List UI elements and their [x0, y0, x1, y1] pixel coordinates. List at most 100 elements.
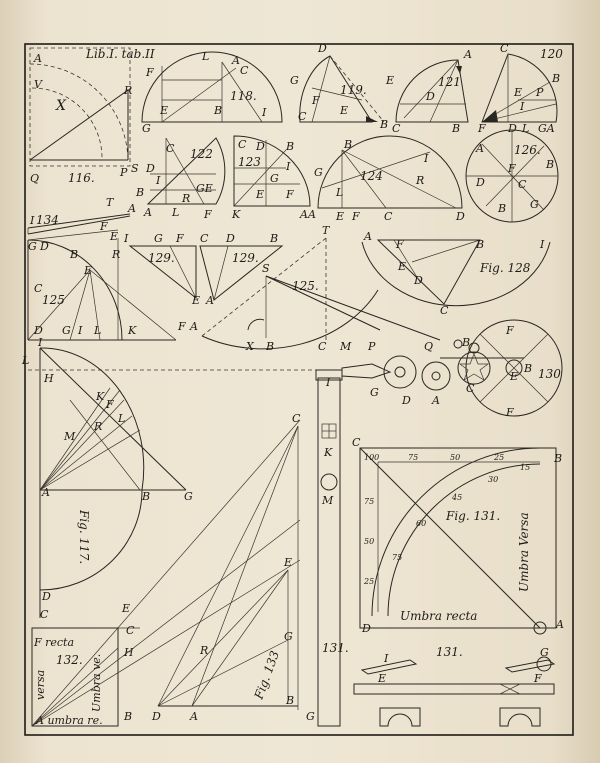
label-l-left: L	[21, 354, 29, 367]
scale-arc-75: 75	[392, 553, 402, 562]
fig-122-number: 122	[190, 147, 213, 161]
label-b: B	[285, 694, 294, 707]
label-d: D	[151, 710, 161, 723]
label-l: L	[335, 186, 343, 199]
fig-132-f-recta: F recta	[33, 636, 74, 649]
scale-left-25: 25	[363, 577, 374, 586]
label-a: A	[189, 710, 198, 723]
label-r: R	[415, 174, 424, 187]
label-i: I	[285, 160, 291, 173]
label-d: D	[425, 90, 435, 103]
label-c: C	[34, 282, 43, 295]
label-c: C	[298, 110, 307, 123]
label-b: B	[141, 490, 150, 503]
label-g-2: G	[62, 324, 71, 337]
label-r: R	[199, 644, 208, 657]
fig-119-number: 119.	[340, 83, 367, 97]
label-x: X	[245, 340, 255, 353]
label-g: G	[184, 490, 193, 503]
label-d: D	[225, 232, 235, 245]
figure-126: A D F C B B G 126.	[465, 129, 559, 223]
figure-129: G F 129. E C D B 129. A	[128, 232, 284, 307]
sights-131: 131. I G E F	[353, 645, 556, 727]
fig-121-number: 121	[438, 75, 461, 89]
label-g: G	[154, 232, 163, 245]
staff-number: 131.	[322, 641, 349, 655]
figure-133: C E G R D A B Fig. 133	[151, 412, 301, 723]
fig-120-number: 120	[540, 47, 563, 61]
label-c: C	[500, 42, 509, 55]
figure-118: F L A C E B G I 118.	[141, 50, 283, 135]
umbra-recta-label: Umbra recta	[400, 609, 477, 623]
label-i: I	[261, 106, 267, 119]
label-ga: GA	[538, 122, 555, 135]
label-i: I	[539, 238, 545, 251]
label-v: V	[34, 78, 43, 91]
label-b: B	[551, 72, 560, 85]
figure-128: A F E D B I C Fig. 128	[361, 230, 551, 317]
label-r: R	[123, 84, 132, 97]
label-b: B	[135, 186, 144, 199]
sights-number: 131.	[436, 645, 463, 659]
label-d: D	[41, 590, 51, 603]
label-h: H	[43, 372, 54, 385]
label-c: C	[318, 340, 327, 353]
label-r: R	[93, 420, 102, 433]
label-e: E	[513, 86, 522, 99]
label-a: A	[33, 52, 42, 65]
label-a: A	[463, 48, 472, 61]
label-i: I	[383, 652, 389, 665]
label-f: F	[285, 188, 294, 201]
fig-116-number: 116.	[68, 171, 95, 185]
label-a: A	[475, 142, 484, 155]
figure-120: C B E P I F D L GA 120	[477, 42, 563, 135]
figure-130: F F E B 130 Q B G D A C	[341, 319, 563, 419]
fig-129-number-b: 129.	[232, 251, 259, 265]
label-i: I	[123, 232, 129, 245]
label-b: B	[269, 232, 278, 245]
label-g: G	[28, 240, 37, 253]
label-c: C	[518, 178, 527, 191]
label-c: C	[126, 624, 135, 637]
label-e: E	[385, 74, 394, 87]
label-b-2: B	[497, 202, 506, 215]
figure-123: C D B I G E F K AA 123	[231, 135, 316, 221]
label-b-2: B	[461, 336, 470, 349]
figure-132: F recta 132. versa Umbra ve. A umbra re.…	[31, 419, 301, 727]
label-d: D	[39, 240, 49, 253]
label-c: C	[384, 210, 393, 223]
label-b: B	[545, 158, 554, 171]
label-l: L	[93, 324, 101, 337]
label-c: C	[238, 138, 247, 151]
scale-top-75: 75	[408, 453, 418, 462]
label-b: B	[69, 248, 78, 261]
label-i: I	[423, 152, 429, 165]
label-d: D	[255, 140, 265, 153]
label-f: F	[105, 398, 114, 411]
label-aa: AA	[299, 208, 316, 221]
label-a: A	[41, 486, 50, 499]
label-s: S	[262, 262, 270, 275]
label-h: H	[123, 646, 134, 659]
label-b: B	[343, 138, 352, 151]
label-k: K	[323, 446, 333, 459]
label-e: E	[159, 104, 168, 117]
figure-121: A E D C B 121	[385, 48, 472, 135]
label-c: C	[166, 142, 175, 155]
label-q: Q	[30, 172, 39, 185]
fig-130-number: 130	[538, 367, 561, 381]
label-c: C	[40, 608, 49, 621]
label-a: A	[127, 202, 136, 215]
label-m: M	[339, 340, 352, 353]
label-i: I	[325, 376, 331, 389]
label-b: B	[213, 104, 222, 117]
label-p: P	[119, 166, 128, 179]
label-e: E	[121, 602, 130, 615]
figure-116: A V X R Q P S 116.	[29, 47, 139, 185]
fig-117-number: Fig. 117.	[77, 509, 91, 564]
label-g: G	[142, 122, 151, 135]
label-f: F	[311, 94, 320, 107]
label-b: B	[553, 452, 562, 465]
label-e: E	[339, 104, 348, 117]
fig-128-number: Fig. 128	[479, 261, 531, 275]
